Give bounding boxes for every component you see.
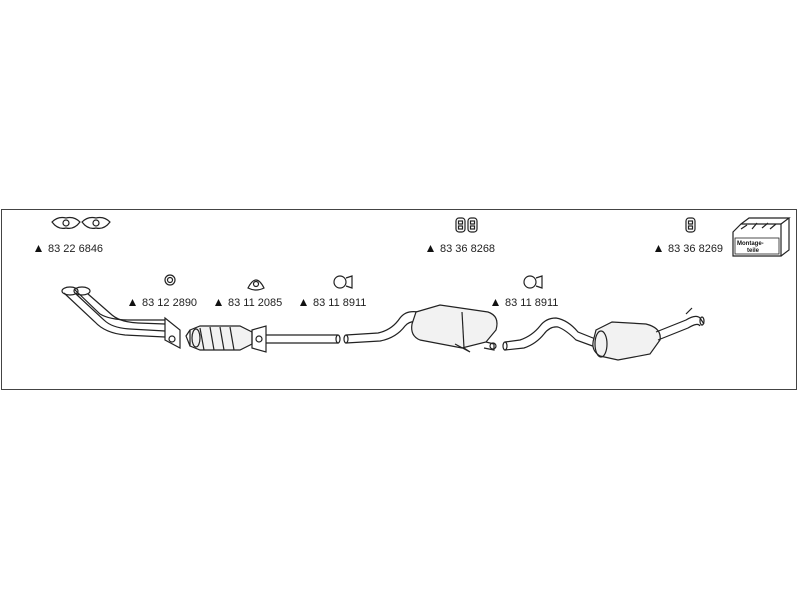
label-rubber-hangers: 83 36 8268 bbox=[440, 243, 495, 255]
diagram-frame bbox=[1, 209, 797, 390]
label-mounting-kit: 83 36 8269 bbox=[668, 243, 723, 255]
triangle-marker-icon bbox=[35, 245, 42, 252]
pipe-clamp-icon bbox=[333, 275, 353, 289]
kit-box-line1: Montage- bbox=[737, 241, 764, 247]
label-clamp-rear: 83 11 8911 bbox=[505, 297, 558, 309]
pipe-clamp-icon bbox=[523, 275, 543, 289]
label-clamp-front: 83 11 8911 bbox=[313, 297, 366, 309]
rubber-hanger-icon bbox=[455, 217, 478, 233]
front-downpipe-icon bbox=[61, 286, 181, 349]
label-triangle-gasket: 83 11 2085 bbox=[228, 297, 282, 309]
triangle-marker-icon bbox=[655, 245, 662, 252]
ring-gasket-icon bbox=[164, 274, 176, 286]
flange-gasket-pair-icon bbox=[51, 216, 111, 229]
intermediate-pipe-icon bbox=[251, 325, 341, 353]
kit-box-line2: teile bbox=[747, 248, 760, 254]
middle-pipe-icon bbox=[343, 311, 421, 344]
triangle-marker-icon bbox=[129, 299, 136, 306]
rubber-hanger-icon bbox=[685, 217, 696, 233]
rear-pipe-icon bbox=[502, 317, 599, 351]
rear-muffler-icon bbox=[592, 307, 705, 361]
triangle-marker-icon bbox=[300, 299, 307, 306]
middle-muffler-icon bbox=[411, 304, 498, 353]
triangle-marker-icon bbox=[427, 245, 434, 252]
catalytic-converter-icon bbox=[185, 325, 253, 351]
triangle-marker-icon bbox=[215, 299, 222, 306]
triangle-gasket-icon bbox=[247, 279, 265, 291]
mounting-kit-box-icon: Montage- teile bbox=[732, 217, 791, 257]
label-flange-gaskets: 83 22 6846 bbox=[48, 243, 103, 255]
label-ring-gasket: 83 12 2890 bbox=[142, 297, 197, 309]
triangle-marker-icon bbox=[492, 299, 499, 306]
